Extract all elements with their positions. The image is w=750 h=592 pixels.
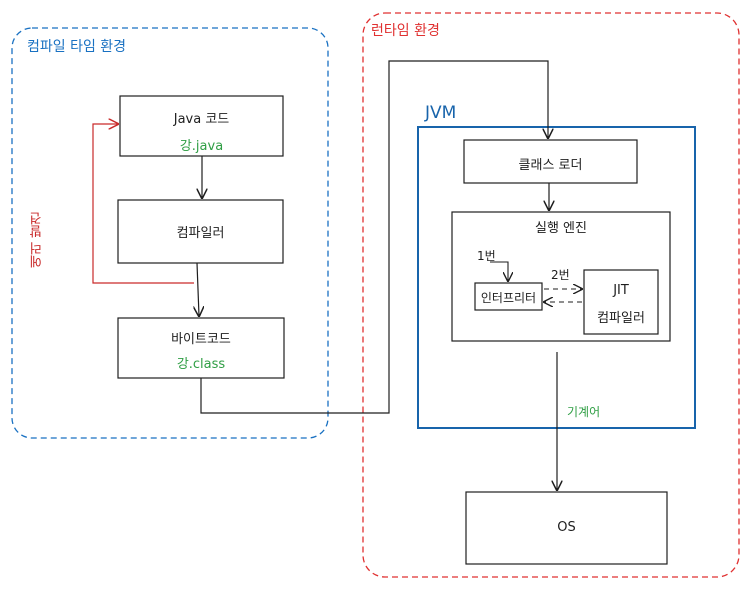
arrow-compiler-to-bytecode (197, 262, 199, 316)
class-loader-title: 클래스 로더 (518, 158, 583, 173)
arrow-step1 (490, 261, 508, 281)
jit-compiler-box (583, 269, 659, 335)
interpreter-title: 인터프리터 (480, 291, 537, 305)
java-code-title: Java 코드 (173, 112, 230, 127)
execution-engine-title: 실행 엔진 (535, 221, 587, 236)
machine-code-label: 기계어 (567, 405, 601, 419)
error-found-label: 에러 발견 (30, 212, 45, 269)
arrow-bytecode-to-class-loader (200, 60, 548, 414)
bytecode-title: 바이트코드 (171, 332, 231, 347)
jvm-title: JVM (425, 103, 457, 123)
os-box (465, 491, 668, 565)
step2-label: 2번 (551, 268, 570, 282)
step1-label: 1번 (477, 249, 496, 263)
execution-engine-box (451, 211, 671, 342)
class-file-name: 강.class (176, 357, 226, 372)
runtime-region-title: 런타임 환경 (371, 23, 440, 39)
jit-compiler-title: 컴파일러 (597, 311, 645, 326)
jit-title: JIT (613, 283, 629, 298)
error-feedback-arrow (92, 124, 194, 284)
compile-region-title: 컴파일 타임 환경 (27, 39, 127, 55)
os-title: OS (557, 520, 576, 535)
compiler-title: 컴파일러 (176, 226, 225, 241)
java-file-name: 강.java (179, 139, 224, 154)
runtime-region (362, 12, 740, 578)
class-loader-box (463, 139, 638, 184)
interpreter-box (474, 282, 543, 311)
compile-time-region (11, 27, 329, 439)
compiler-box (117, 199, 284, 264)
